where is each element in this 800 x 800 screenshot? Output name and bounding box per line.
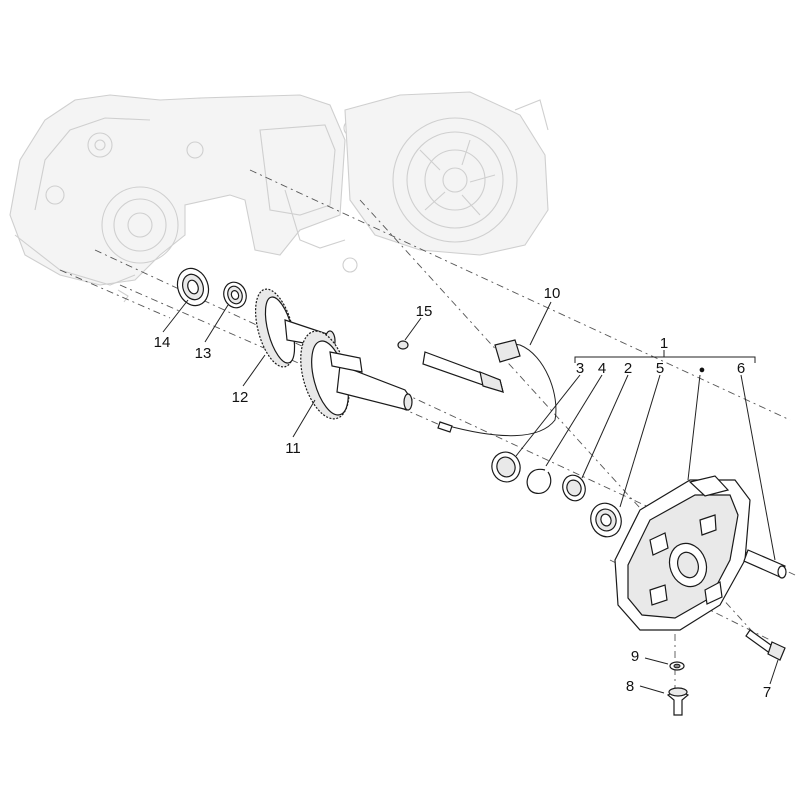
engine-casing-ghost (9, 91, 549, 303)
part-10-cable (437, 339, 557, 437)
part-6-dowel-pin (743, 549, 787, 579)
part-3-seal (491, 451, 521, 483)
callout-9: 9 (631, 648, 639, 665)
part-2-bearing (562, 474, 586, 502)
part-14-bearing (176, 267, 210, 307)
callout-10: 10 (544, 285, 561, 302)
callout-14: 14 (154, 334, 171, 351)
callout-6: 6 (737, 360, 745, 377)
part-cover-housing (614, 475, 751, 631)
callout-2: 2 (624, 360, 632, 377)
callout-4: 4 (598, 360, 606, 377)
drive-shaft (422, 351, 504, 393)
callout-15: 15 (416, 303, 433, 320)
part-11-shaft-gear (300, 330, 413, 420)
group-marker-dot: ● (699, 364, 706, 376)
leader-lines (162, 299, 779, 694)
callout-13: 13 (195, 345, 212, 362)
callout-8: 8 (626, 678, 634, 695)
part-5-bearing (590, 502, 622, 538)
part-7-bolt (745, 629, 786, 661)
callout-3: 3 (576, 360, 584, 377)
callout-labels: 1 2 3 4 5 6 7 8 9 10 11 12 13 14 15 (154, 285, 772, 701)
callout-11: 11 (285, 440, 301, 457)
callout-5: 5 (656, 360, 664, 377)
callout-12: 12 (232, 389, 249, 406)
part-4-circlip (526, 468, 552, 494)
callout-7: 7 (763, 684, 771, 701)
part-13-bearing (223, 281, 247, 309)
callout-1: 1 (660, 335, 668, 352)
part-9-washer (669, 661, 685, 671)
part-15-pin (397, 340, 409, 350)
part-8-plug (666, 687, 690, 716)
